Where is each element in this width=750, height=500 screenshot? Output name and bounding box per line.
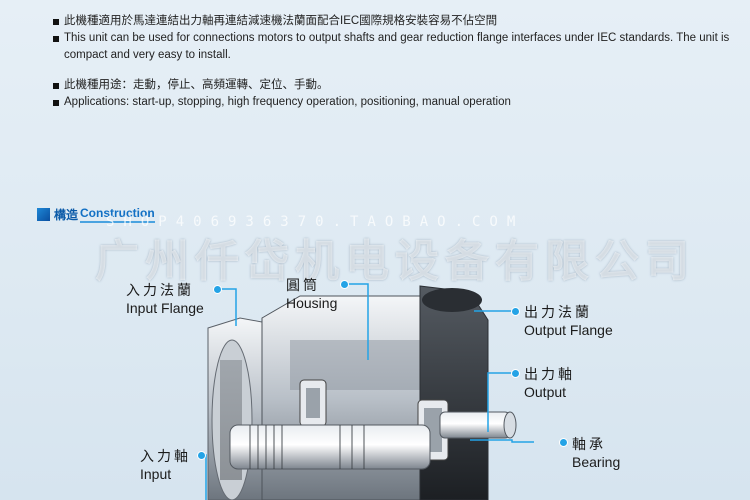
leader-dot xyxy=(511,369,520,378)
label-en: Input Flange xyxy=(126,300,204,316)
watermark-url: SHOP406936370.TAOBAO.COM xyxy=(106,214,525,230)
label-en: Output Flange xyxy=(524,322,613,338)
label-output: 出力軸 Output xyxy=(524,365,575,401)
label-en: Bearing xyxy=(572,454,621,470)
heading-marker-icon xyxy=(37,208,50,221)
bullet-item: This unit can be used for connections mo… xyxy=(53,30,733,64)
bullet-text: Applications: start-up, stopping, high f… xyxy=(64,96,511,108)
label-cn: 軸承 xyxy=(572,436,606,452)
label-en: Housing xyxy=(286,295,338,311)
leader-dot xyxy=(213,285,222,294)
leader-dot xyxy=(559,438,568,447)
heading-cn: 構造 xyxy=(54,208,79,222)
bullet-item: Applications: start-up, stopping, high f… xyxy=(53,94,733,111)
heading-en: Construction xyxy=(80,206,155,223)
label-cn: 出力法蘭 xyxy=(524,304,592,320)
label-cn: 出力軸 xyxy=(524,366,575,382)
bullet-item: 此機種用途：走動，停止、高頻運轉、定位、手動。 xyxy=(53,77,733,94)
bullet-item: 此機種適用於馬達連結出力軸再連結減速機法蘭面配合IEC國際規格安裝容易不佔空間 xyxy=(53,13,733,30)
bullet-text: 此機種適用於馬達連結出力軸再連結減速機法蘭面配合IEC國際規格安裝容易不佔空間 xyxy=(64,15,498,27)
leader-dot xyxy=(511,307,520,316)
label-cn: 入力法蘭 xyxy=(126,282,194,298)
watermark-company: 广州仟岱机电设备有限公司 xyxy=(95,236,695,287)
label-en: Output xyxy=(524,384,567,400)
bullet-text: This unit can be used for connections mo… xyxy=(64,32,730,61)
bullet-text: 此機種用途：走動，停止、高頻運轉、定位、手動。 xyxy=(64,79,329,91)
label-output-flange: 出力法蘭 Output Flange xyxy=(524,303,613,339)
spec-notes: 此機種適用於馬達連結出力軸再連結減速機法蘭面配合IEC國際規格安裝容易不佔空間 … xyxy=(53,13,733,111)
label-cn: 入力軸 xyxy=(140,448,191,464)
leader-dot xyxy=(340,280,349,289)
label-bearing: 軸承 Bearing xyxy=(572,435,620,471)
label-input: 入力軸 Input xyxy=(140,447,191,483)
label-cn: 圓筒 xyxy=(286,277,320,293)
label-input-flange: 入力法蘭 Input Flange xyxy=(126,281,204,317)
label-en: Input xyxy=(140,466,172,482)
construction-heading: 構造 Construction xyxy=(37,206,155,223)
label-housing: 圓筒 Housing xyxy=(286,276,337,312)
leader-dot xyxy=(197,451,206,460)
